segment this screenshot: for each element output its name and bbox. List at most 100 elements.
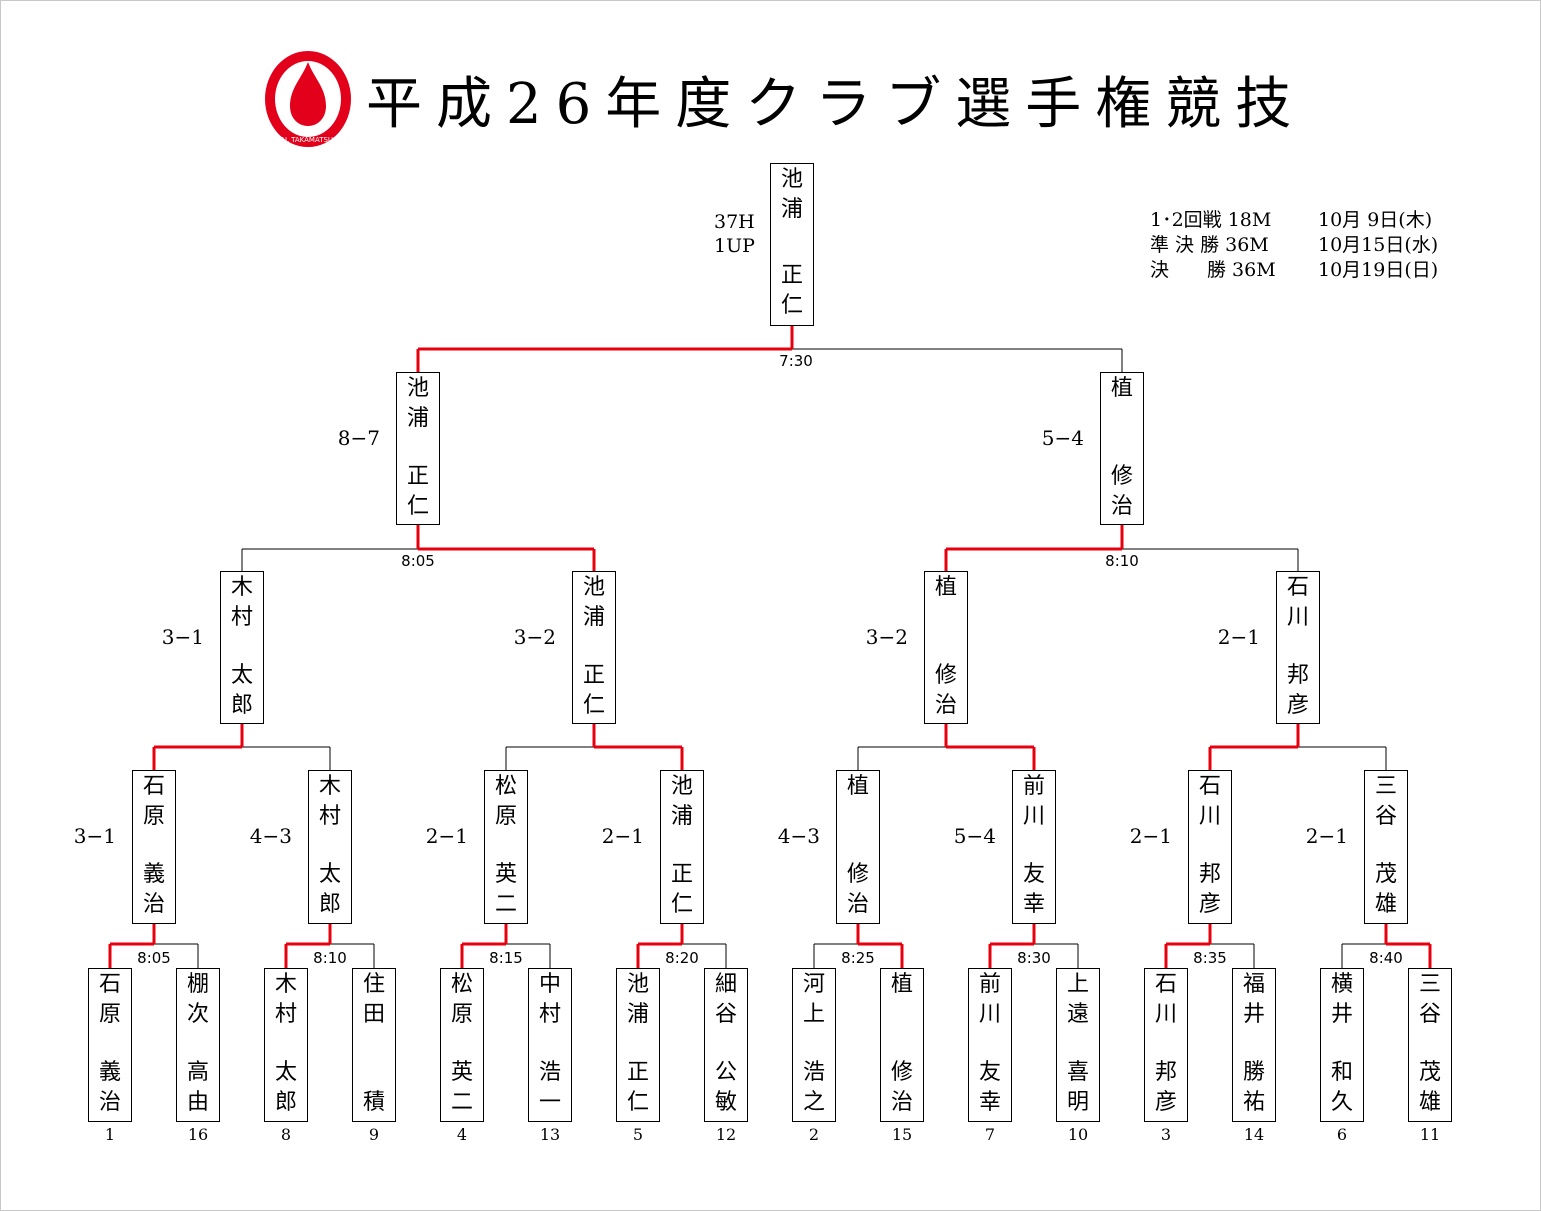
player-name-box: 池浦正仁: [770, 163, 814, 326]
player-name-char: 谷: [1374, 804, 1397, 829]
player-name-char: 上: [802, 1002, 825, 1027]
player-name-char: 彦: [1286, 693, 1309, 718]
player-name-char: 治: [890, 1090, 913, 1115]
player-name-char: 池: [670, 774, 693, 799]
player-name-char: 細: [714, 972, 737, 997]
player-name-char: 茂: [1418, 1060, 1441, 1085]
player-name-char: 二: [450, 1090, 473, 1115]
player-name-char: 友: [978, 1060, 1001, 1085]
player-name-box: 池浦正仁: [396, 372, 440, 525]
player-name-box: 池浦正仁: [572, 571, 616, 724]
player-name-char: 仁: [406, 494, 429, 519]
seed-number: 10: [1067, 1125, 1089, 1144]
player-name-char: 石: [98, 972, 121, 997]
player-name-char: 友: [1022, 862, 1045, 887]
player-name-char: 高: [186, 1060, 209, 1085]
seed-number: 5: [632, 1125, 644, 1144]
player-name-char: 正: [582, 663, 605, 688]
player-name-char: 石: [142, 774, 165, 799]
player-name-char: 川: [1286, 605, 1309, 630]
player-name-char: 浦: [670, 804, 693, 829]
player-name-char: 川: [1022, 804, 1045, 829]
player-name-char: 石: [1198, 774, 1221, 799]
player-name-char: 郎: [230, 693, 253, 718]
seed-number: 14: [1243, 1125, 1265, 1144]
player-name-char: 雄: [1374, 892, 1397, 917]
player-name-char: 池: [626, 972, 649, 997]
player-name-char: 治: [846, 892, 869, 917]
player-name-char: 田: [362, 1002, 385, 1027]
player-name-char: 修: [1110, 464, 1133, 489]
player-name-box: 河上浩之: [792, 968, 836, 1122]
player-name-char: 石: [1154, 972, 1177, 997]
match-score: 5−4: [953, 824, 996, 848]
player-name-char: 浩: [538, 1060, 561, 1085]
match-score: 2−1: [1217, 625, 1260, 649]
player-name-char: 修: [934, 663, 957, 688]
player-name-box: 石川邦彦: [1144, 968, 1188, 1122]
player-name-char: 池: [406, 376, 429, 401]
player-name-char: 仁: [780, 293, 803, 318]
player-name-box: 三谷茂雄: [1408, 968, 1452, 1122]
match-score: 2−1: [425, 824, 468, 848]
tee-time: 8:35: [1191, 949, 1229, 967]
player-name-char: 仁: [626, 1090, 649, 1115]
player-name-char: 川: [1198, 804, 1221, 829]
player-name-char: 太: [274, 1060, 297, 1085]
player-name-char: 木: [274, 972, 297, 997]
seed-number: 9: [368, 1125, 380, 1144]
player-name-char: 積: [362, 1090, 385, 1115]
schedule-round: 準 決 勝 36M: [1150, 234, 1269, 256]
player-name-char: 幸: [1022, 892, 1045, 917]
player-name-char: 久: [1330, 1090, 1353, 1115]
player-name-char: 福: [1242, 972, 1265, 997]
player-name-char: 太: [230, 663, 253, 688]
player-name-char: 太: [318, 862, 341, 887]
page-title: 平成26年度クラブ選手権競技: [366, 72, 1306, 137]
tee-time: 7:30: [777, 352, 815, 370]
player-name-box: 池浦正仁: [660, 770, 704, 924]
club-logo: ROYAL TAKAMATSU C.C.: [265, 51, 351, 147]
player-name-char: 村: [274, 1002, 297, 1027]
player-name-box: 住田積: [352, 968, 396, 1122]
player-name-char: 次: [186, 1002, 209, 1027]
match-score: 3−1: [73, 824, 116, 848]
player-name-char: 治: [142, 892, 165, 917]
seed-number: 7: [984, 1125, 996, 1144]
tee-time: 8:30: [1015, 949, 1053, 967]
tee-time: 8:15: [487, 949, 525, 967]
seed-number: 6: [1336, 1125, 1348, 1144]
player-name-char: 川: [1154, 1002, 1177, 1027]
match-score: 3−1: [161, 625, 204, 649]
player-name-box: 松原英二: [484, 770, 528, 924]
schedule-date: 10月15日(水): [1318, 234, 1439, 256]
player-name-char: 義: [98, 1060, 121, 1085]
final-score-holes: 37H: [714, 211, 755, 233]
match-score: 3−2: [513, 625, 556, 649]
player-name-box: 三谷茂雄: [1364, 770, 1408, 924]
player-name-box: 木村太郎: [220, 571, 264, 724]
player-name-char: 正: [780, 263, 803, 288]
match-score: 3−2: [865, 625, 908, 649]
player-name-char: 祐: [1242, 1090, 1265, 1115]
player-name-char: 正: [406, 464, 429, 489]
player-name-char: 植: [934, 575, 957, 600]
tee-time: 8:05: [399, 552, 437, 570]
player-name-box: 木村太郎: [308, 770, 352, 924]
player-name-box: 棚次高由: [176, 968, 220, 1122]
player-name-box: 前川友幸: [968, 968, 1012, 1122]
player-name-box: 福井勝祐: [1232, 968, 1276, 1122]
player-name-char: 邦: [1198, 862, 1221, 887]
player-name-box: 石川邦彦: [1276, 571, 1320, 724]
player-name-char: 松: [494, 774, 517, 799]
player-name-char: 浦: [406, 406, 429, 431]
player-name-char: 池: [780, 167, 803, 192]
player-name-char: 松: [450, 972, 473, 997]
seed-number: 1: [104, 1125, 116, 1144]
player-name-char: 中: [538, 972, 561, 997]
logo-text: ROYAL TAKAMATSU C.C.: [267, 136, 350, 144]
player-name-char: 遠: [1066, 1002, 1089, 1027]
seed-number: 2: [808, 1125, 820, 1144]
match-score: 5−4: [1041, 426, 1084, 450]
player-name-char: 棚: [186, 972, 209, 997]
